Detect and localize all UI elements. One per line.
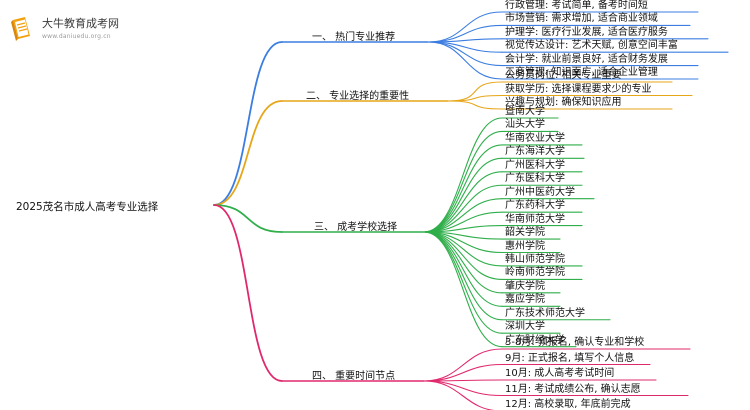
leaf-topic: 广东技术师范大学 (505, 307, 585, 319)
brand-name: 大牛教育成考网 (42, 17, 119, 30)
leaf-topic: 韶关学院 (505, 227, 545, 239)
leaf-topic: 12月: 高校录取, 年底前完成 (505, 399, 631, 410)
leaf-topic: 获取学历: 选择课程要求少的专业 (505, 83, 652, 95)
leaf-topic: 广东海洋大学 (505, 146, 565, 158)
leaf-topic: 3-8月: 预报名, 确认专业和学校 (505, 337, 645, 348)
leaf-topic: 惠州学院 (505, 240, 545, 252)
leaf-topic: 广东药科大学 (505, 200, 565, 212)
brand-logo: 大牛教育成考网 www.daniuedu.org.cn (6, 14, 119, 44)
leaf-topic: 广州医科大学 (505, 159, 565, 171)
leaf-topic: 肇庆学院 (505, 280, 545, 292)
leaf-topic: 暨南大学 (505, 106, 545, 117)
leaf-topic: 市场营销: 需求增加, 适合商业领域 (505, 13, 658, 25)
leaf-topic: 韩山师范学院 (505, 253, 565, 265)
branch-topic: 二、 专业选择的重要性 (306, 91, 410, 102)
leaf-topic: 广州中医药大学 (505, 186, 575, 198)
leaf-topic: 兴趣与规划: 确保知识应用 (505, 97, 622, 108)
leaf-topic: 9月: 正式报名, 填写个人信息 (505, 352, 635, 364)
book-icon (11, 17, 30, 41)
leaf-topic: 视觉传达设计: 艺术天赋, 创意空间丰富 (505, 40, 678, 52)
leaf-topic: 华南师范大学 (505, 213, 565, 225)
leaf-topic: 华南农业大学 (505, 132, 565, 144)
leaf-topic: 10月: 成人高考考试时间 (505, 368, 615, 379)
leaf-topic: 行政管理: 考试简单, 备考时间短 (505, 0, 648, 11)
leaf-topic: 汕头大学 (505, 119, 545, 131)
branch-topic: 四、 重要时间节点 (312, 371, 396, 382)
leaf-topic: 广东医科大学 (505, 173, 565, 185)
leaf-topic: 公务员岗位: 相关专业重要 (505, 70, 622, 81)
root-topic: 2025茂名市成人高考专业选择 (16, 201, 159, 213)
leaf-topic: 工商管理: 知识面广, 适合企业管理 (505, 67, 658, 78)
leaf-topic: 广东财经大学 (505, 334, 565, 346)
leaf-topic: 会计学: 就业前景良好, 适合财务发展 (505, 53, 668, 65)
brand-url: www.daniuedu.org.cn (42, 33, 111, 40)
branch-topic: 一、 热门专业推荐 (312, 32, 396, 43)
branch-topic: 三、 成考学校选择 (314, 222, 398, 233)
leaf-topic: 深圳大学 (505, 321, 545, 333)
leaf-topic: 11月: 考试成绩公布, 确认志愿 (505, 383, 641, 395)
leaf-topic: 护理学: 医疗行业发展, 适合医疗服务 (505, 26, 668, 38)
leaf-topic: 嘉应学院 (505, 294, 545, 306)
leaf-topic: 岭南师范学院 (505, 267, 565, 279)
